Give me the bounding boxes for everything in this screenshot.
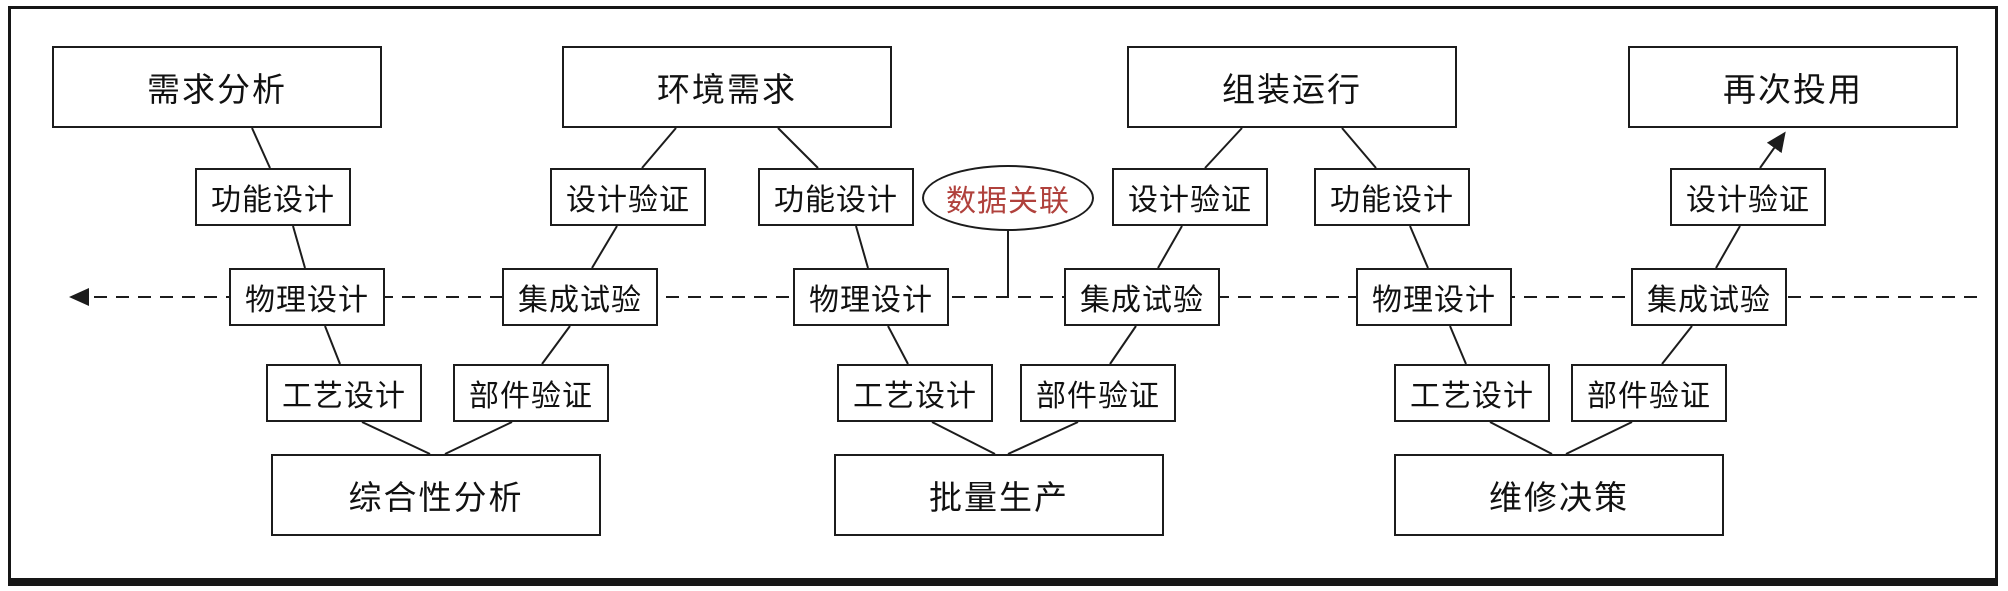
v1-functional-design: 功能设计 xyxy=(195,168,351,226)
phase-redeployment: 再次投用 xyxy=(1628,46,1958,128)
v1-component-verification: 部件验证 xyxy=(453,364,609,422)
v3-design-verification: 设计验证 xyxy=(1670,168,1826,226)
v1-physical-design: 物理设计 xyxy=(229,268,385,326)
v1-design-verification: 设计验证 xyxy=(550,168,706,226)
phase-environment-requirement: 环境需求 xyxy=(562,46,892,128)
v3-process-design: 工艺设计 xyxy=(1394,364,1550,422)
phase-batch-production: 批量生产 xyxy=(834,454,1164,536)
phase-comprehensive-analysis: 综合性分析 xyxy=(271,454,601,536)
v2-component-verification: 部件验证 xyxy=(1020,364,1176,422)
v1-integration-test: 集成试验 xyxy=(502,268,658,326)
v2-process-design: 工艺设计 xyxy=(837,364,993,422)
phase-requirement-analysis: 需求分析 xyxy=(52,46,382,128)
v2-integration-test: 集成试验 xyxy=(1064,268,1220,326)
data-link-label: 数据关联 xyxy=(946,185,1070,218)
redeployment-arrow xyxy=(1759,131,1786,169)
phase-assembly-operation: 组装运行 xyxy=(1127,46,1457,128)
v2-physical-design: 物理设计 xyxy=(793,268,949,326)
v3-integration-test: 集成试验 xyxy=(1631,268,1787,326)
v3-functional-design: 功能设计 xyxy=(1314,168,1470,226)
phase-maintenance-decision: 维修决策 xyxy=(1394,454,1724,536)
v2-functional-design: 功能设计 xyxy=(758,168,914,226)
data-link-ellipse: 数据关联 xyxy=(922,165,1094,231)
v3-component-verification: 部件验证 xyxy=(1571,364,1727,422)
v1-process-design: 工艺设计 xyxy=(266,364,422,422)
v3-physical-design: 物理设计 xyxy=(1356,268,1512,326)
v2-design-verification: 设计验证 xyxy=(1112,168,1268,226)
